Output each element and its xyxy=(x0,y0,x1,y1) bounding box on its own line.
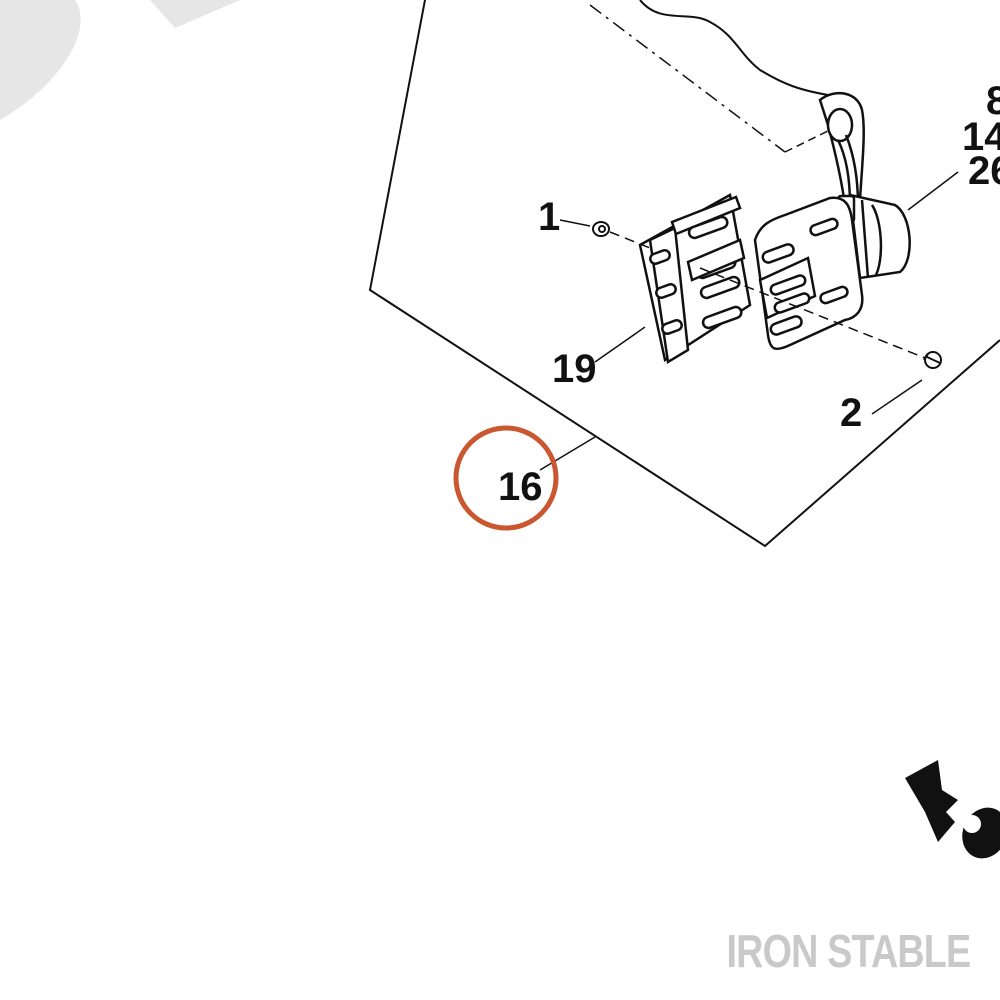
leader-lines xyxy=(539,171,959,471)
hose-handle xyxy=(818,91,865,207)
assembly-dashed-lines xyxy=(609,231,926,359)
callout-1: 1 xyxy=(538,195,560,239)
callout-2: 2 xyxy=(840,391,862,435)
left-plate xyxy=(638,193,752,365)
highlight-circle xyxy=(453,425,559,531)
nut-part-1 xyxy=(592,221,610,237)
logo-icon xyxy=(905,760,1000,859)
screw-part-2 xyxy=(923,351,942,369)
callout-19: 19 xyxy=(552,347,597,391)
cable xyxy=(639,0,829,96)
connector-plug xyxy=(836,193,911,280)
callout-14: 14 xyxy=(962,115,1000,159)
centerline-short xyxy=(784,129,831,153)
corner-logo-watermark xyxy=(0,0,240,120)
centerline xyxy=(589,4,786,153)
callout-26: 26 xyxy=(968,149,1000,193)
callout-8: 8 xyxy=(986,79,1000,123)
assembly-frame xyxy=(368,0,1000,548)
brand-watermark: IRON STABLE xyxy=(726,925,971,977)
right-bracket xyxy=(753,196,864,351)
callout-16: 16 xyxy=(498,465,543,509)
